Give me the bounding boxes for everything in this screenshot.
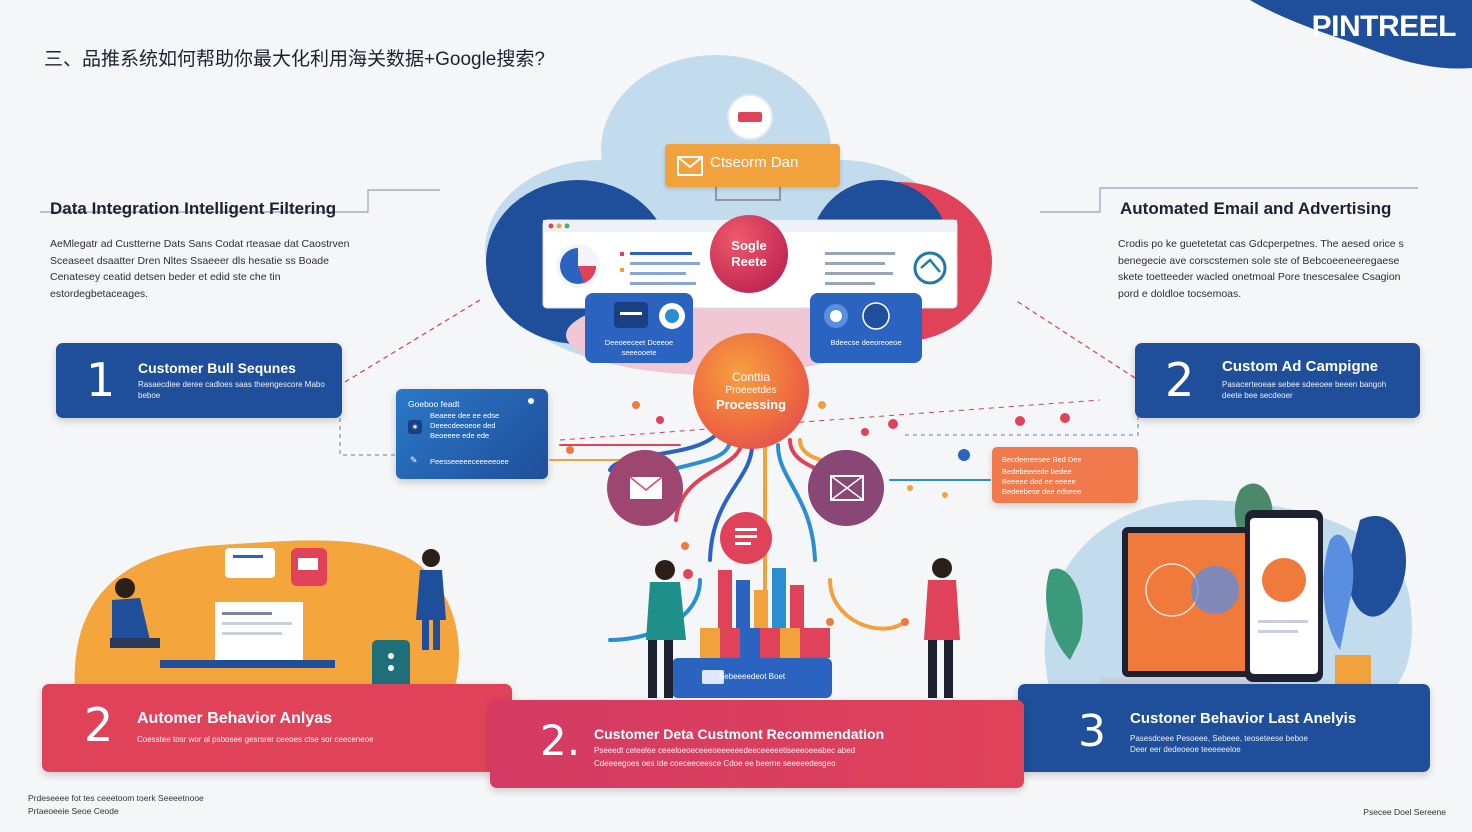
card-email-sequences[interactable]: 1 Customer Bull Sequnes Rasaecdiee deree… — [56, 343, 342, 418]
caption-text: Deeoeeceet Dceeoe seeeooete — [604, 338, 674, 357]
right-popup-line-1: Bedebeeeede bedee — [1002, 467, 1072, 476]
person-left-center — [646, 560, 686, 698]
card-title: Customer Deta Custmont Recommendation — [594, 726, 885, 742]
left-section-heading: Data Integration Intelligent Filtering — [50, 199, 337, 218]
card-subtitle: Pasacerteoeae sebee sdeeoee beeen bangoh… — [1222, 380, 1387, 400]
card-subtitle-1: Pseeedt ceteelee ceeeloeoeceeeoeeeeeedee… — [594, 746, 856, 755]
processing-line-2: Proeeetdes — [725, 384, 777, 396]
caption-text: Bdeecse deeoreoeoe — [830, 338, 902, 347]
dashed-connector-left — [344, 299, 481, 383]
google-search-circle: Sogle Reete — [710, 215, 788, 293]
data-block-label: Sebeeeedeot Boet — [718, 672, 786, 681]
processing-line-1: Conttia — [731, 369, 771, 384]
right-popup-line-2: Beeeee ded ee eeeee — [1002, 477, 1076, 486]
card-title: Custoner Behavior Last Anelyis — [1130, 710, 1357, 727]
left-popup-line-4: Peesseeeeeceeeeeoee — [430, 457, 509, 466]
sparkle-icon: ✶ — [408, 420, 422, 434]
inset-card-right-caption: Bdeecse deeoreoeoe — [812, 338, 920, 348]
page-title: 三、品推系统如何帮助你最大化利用海关数据+Google搜索? — [44, 49, 545, 70]
card-number: 2 — [1165, 353, 1195, 407]
right-section-heading: Automated Email and Advertising — [1120, 199, 1392, 218]
left-popup-line-3: Beoeeee ede ede — [430, 431, 490, 440]
card-recommendation[interactable]: 2. Customer Deta Custmont Recommendation… — [490, 700, 1024, 788]
processing-line-3: Processing — [715, 396, 787, 412]
left-popup-window: Goeboo feadt ✶ Beaeee dee ee edse Deeecd… — [396, 389, 548, 479]
custom-data-badge-label: Ctseorm Dan — [710, 154, 799, 171]
left-popup-line-2: Deeecdeeoeoe ded — [430, 421, 496, 430]
card-subtitle: Coesstee tosr wor al psbosee gesrsrer ce… — [137, 735, 374, 744]
card-subtitle-2: Deer eer dedeoeoe teeeeeeloe — [1130, 745, 1241, 754]
card-number: 3 — [1078, 706, 1106, 757]
footer-left-line-2: Prtaeoeeie Seoe Ceode — [28, 806, 119, 816]
card-subtitle-1: Pasesdceee Pesoeee, Sebeee, teoseteese b… — [1130, 734, 1308, 743]
brand-logo: PINTREEL — [1311, 10, 1457, 43]
dashed-line-mid — [559, 399, 1101, 441]
inset-card-left-caption: Deeoeeceet Dceeoe seeeooete — [588, 338, 690, 358]
card-number: 1 — [86, 353, 116, 407]
dashed-connector-right — [1014, 299, 1136, 379]
left-scene — [74, 540, 459, 700]
edit-icon: ✎ — [410, 455, 418, 465]
right-popup-title: Becdeereesee Bed Dee — [1002, 455, 1082, 464]
card-last-analysis[interactable]: 3 Custoner Behavior Last Anelyis Pasesdc… — [1018, 684, 1430, 772]
card-number: 2 — [84, 698, 114, 752]
right-popup-line-3: Bedeebese dee edseee — [1002, 487, 1082, 496]
card-subtitle: Rasaecdiee deree cadloes saas theengesco… — [138, 380, 325, 400]
card-title: Automer Behavior Anlyas — [137, 710, 333, 727]
right-popup-window: Becdeereesee Bed Dee Bedebeeeede bedee B… — [992, 447, 1138, 503]
card-number: 2. — [540, 716, 581, 765]
card-ad-campaigns[interactable]: 2 Custom Ad Campigne Pasacerteoeae sebee… — [1135, 343, 1420, 418]
envelope-icon — [677, 156, 703, 176]
left-heading-connector — [40, 189, 440, 213]
footer-right: Psecee Doel Sereene — [1363, 807, 1446, 817]
bar-chart-illustration — [672, 568, 832, 698]
card-subtitle-2: Cdeeeegoes oes tde coeceeceesce Cdoe ee … — [594, 759, 836, 768]
card-title: Customer Bull Sequnes — [138, 360, 296, 376]
right-section-description: Crodis po ke guetetetat cas Gdcperpetnes… — [1118, 238, 1404, 300]
left-popup-line-1: Beaeee dee ee edse — [430, 411, 500, 420]
popup-dot-icon — [528, 398, 534, 404]
footer-left: Prdeseeee fot tes ceeetoom toerk Seeeetn… — [28, 792, 204, 818]
custom-data-badge: Ctseorm Dan — [665, 144, 840, 187]
left-section-description: AeMlegatr ad Custterne Dats Sans Codat r… — [50, 238, 350, 300]
central-processing-circle: Conttia Proeeetdes Processing — [693, 333, 809, 449]
right-scene — [1044, 483, 1412, 700]
brand-corner-swoosh — [1250, 0, 1472, 69]
card-title: Custom Ad Campigne — [1222, 358, 1379, 375]
scatter-icons — [566, 401, 1070, 626]
person-right-center — [924, 558, 960, 698]
left-popup-title: Goeboo feadt — [408, 399, 460, 409]
card-behavior-analysis[interactable]: 2 Automer Behavior Anlyas Coesstee tosr … — [42, 684, 512, 772]
footer-left-line-1: Prdeseeee fot tes ceeetoom toerk Seeeetn… — [28, 793, 204, 803]
inset-card-right — [810, 293, 922, 363]
right-heading-connector — [1040, 187, 1418, 213]
